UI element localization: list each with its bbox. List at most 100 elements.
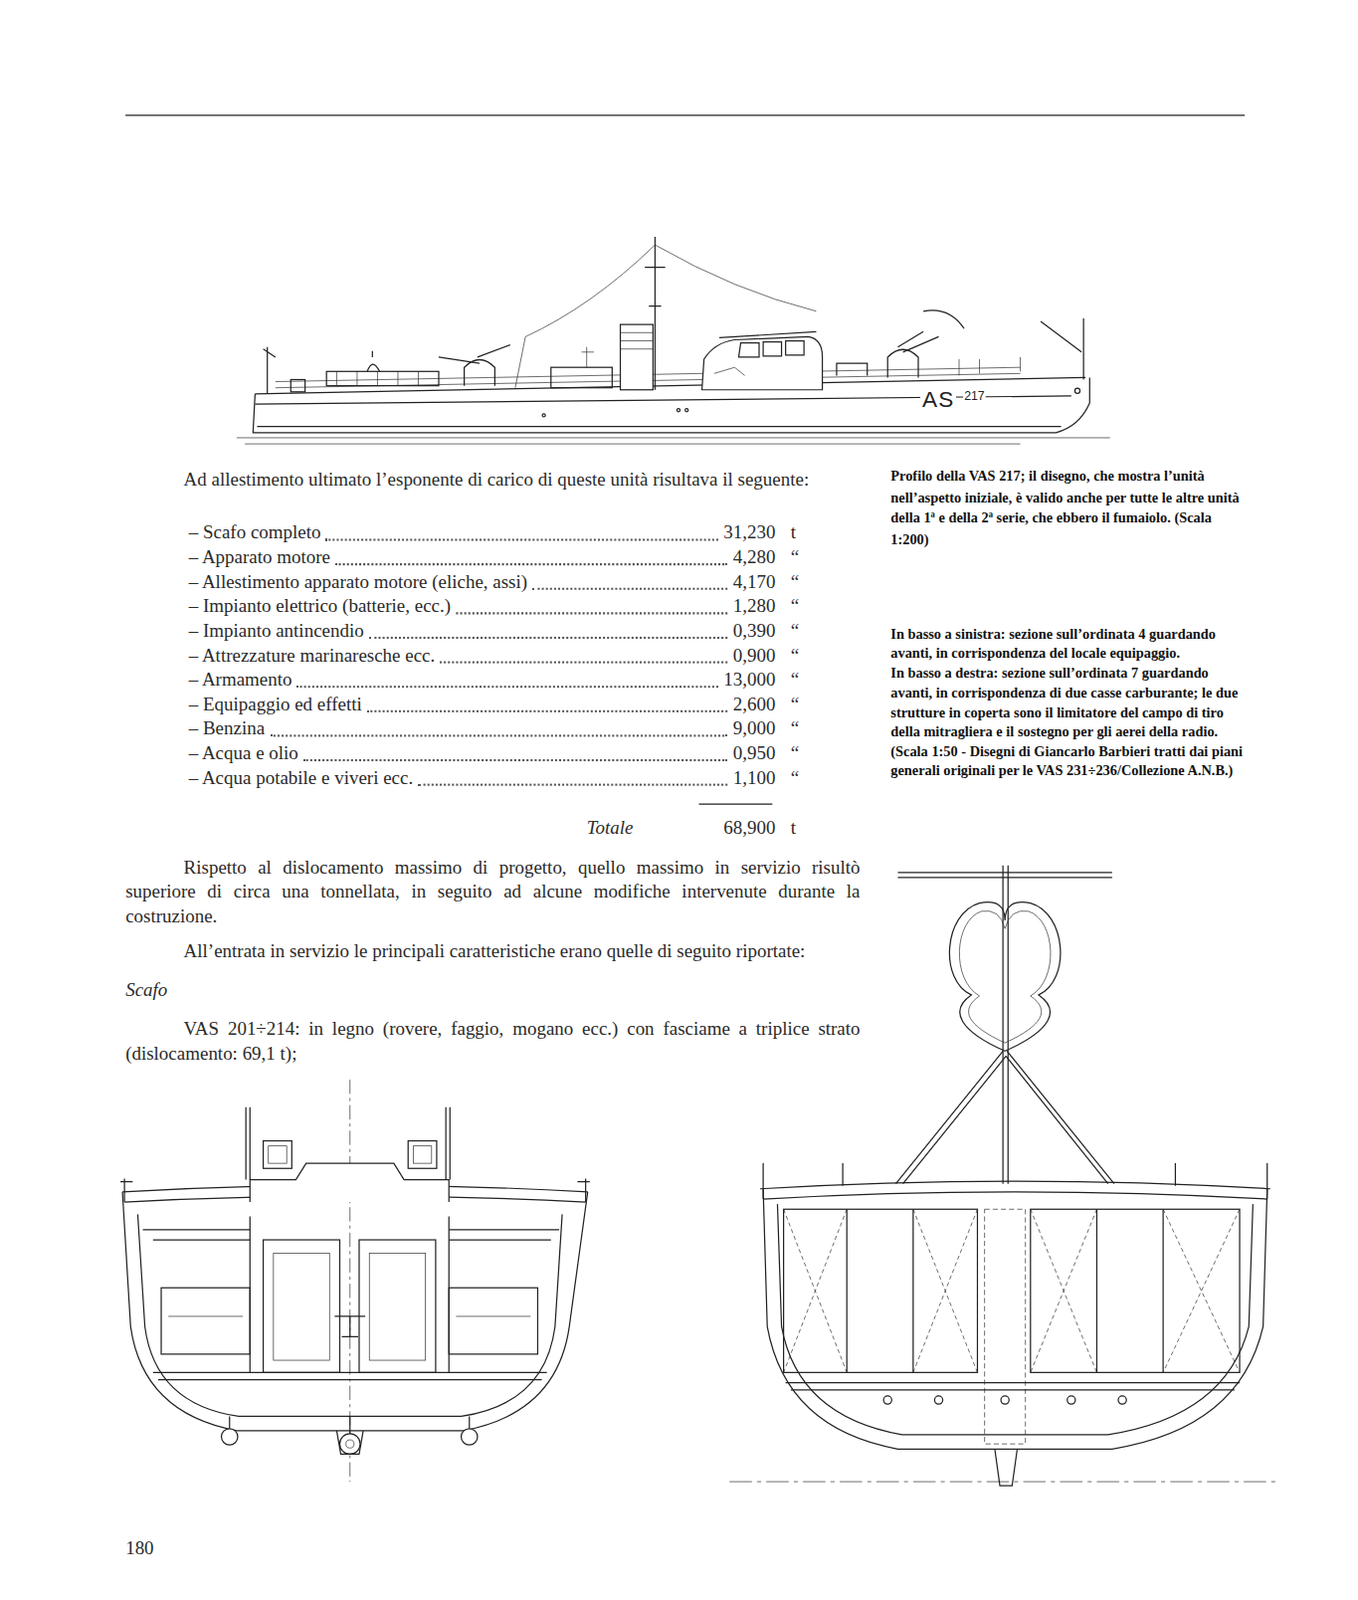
table-item: – Scafo completo (189, 520, 322, 546)
dot-leader (367, 710, 729, 713)
dot-leader (303, 759, 729, 762)
table-item: – Impianto antincendio (189, 617, 365, 643)
ship-profile (644, 236, 666, 390)
ship-profile (620, 324, 654, 390)
ship-profile (582, 347, 594, 369)
ship-profile (714, 367, 746, 376)
ship-profile (515, 244, 817, 388)
left-cross-section (359, 1239, 436, 1372)
right-cross-section (883, 1395, 892, 1404)
table-unit: “ (790, 741, 799, 767)
ship-profile (719, 331, 816, 338)
ship-profile (923, 310, 965, 329)
figure-caption: In basso a sinistra: sezione sull’ordina… (890, 624, 1243, 664)
left-cross-section (137, 1213, 563, 1416)
left-cross-section (336, 1430, 364, 1455)
ship-profile (738, 341, 804, 358)
dot-leader (532, 587, 728, 590)
page-number: 180 (125, 1535, 154, 1560)
table-item: – Allestimento apparato motore (eliche, … (189, 569, 528, 594)
ship-profile (290, 380, 305, 392)
right-cross-section (897, 865, 1112, 1184)
ship-profile (236, 236, 1111, 444)
dot-leader (369, 636, 729, 639)
dot-leader (269, 734, 728, 737)
table-item: – Acqua e olio (189, 741, 299, 767)
ship-profile (702, 336, 823, 389)
left-cross-section (273, 1252, 330, 1360)
left-cross-section (221, 1428, 238, 1445)
ship-profile (959, 357, 1021, 376)
table-unit: “ (790, 617, 799, 643)
left-cross-section (153, 1371, 548, 1379)
ship-profile (236, 436, 1111, 438)
table-value: 9,000 (733, 716, 776, 742)
ship-profile (1040, 318, 1084, 381)
dot-leader (326, 538, 719, 541)
table-value: 0,900 (733, 642, 776, 668)
ship-profile (676, 408, 680, 412)
right-cross-section (763, 1191, 1268, 1199)
table-value: 31,230 (723, 520, 776, 546)
right-cross-section (729, 865, 1276, 1487)
table-value: 4,280 (733, 545, 776, 571)
left-cross-section (249, 1215, 449, 1372)
right-cross-section (785, 1382, 1240, 1390)
left-cross-section (407, 1141, 437, 1169)
ship-profile (326, 371, 439, 386)
section-heading: Scafo (125, 976, 168, 1002)
left-cross-section (334, 1316, 366, 1338)
body-paragraph: Rispetto al dislocamento massimo di prog… (125, 854, 860, 929)
right-cross-section (1067, 1395, 1076, 1404)
right-cross-section (729, 1481, 1276, 1483)
right-cross-section (959, 910, 1051, 1043)
left-cross-section (412, 1146, 431, 1164)
table-value: 0,950 (733, 741, 776, 767)
hull-marking: 217 (963, 388, 986, 403)
ship-profile (256, 425, 1061, 427)
body-paragraph: Ad allestimento ultimato l’esponente di … (125, 467, 860, 493)
left-cross-section (340, 1433, 362, 1455)
dot-leader (455, 611, 728, 614)
table-value: 2,600 (733, 691, 776, 717)
left-cross-section (448, 1287, 538, 1355)
right-cross-section (763, 1188, 1268, 1450)
right-cross-section (1118, 1395, 1127, 1404)
right-cross-section (763, 1163, 1268, 1199)
table-item: – Armamento (189, 667, 293, 693)
table-value: 0,390 (733, 617, 776, 643)
ship-profile (1074, 388, 1080, 393)
left-cross-section (461, 1428, 478, 1445)
table-unit: t (790, 520, 796, 546)
ship-profile (244, 443, 1020, 445)
table-unit: “ (790, 545, 799, 571)
left-cross-section (122, 1191, 588, 1431)
ship-profile (542, 413, 546, 417)
left-cross-section (369, 1252, 425, 1360)
dot-leader (439, 661, 728, 664)
table-unit: “ (790, 593, 799, 619)
right-cross-section (1096, 1208, 1164, 1372)
right-cross-section (949, 902, 1060, 1052)
table-item: – Acqua potabile e viveri ecc. (189, 765, 413, 790)
dot-leader (297, 685, 719, 688)
table-value: 13,000 (723, 667, 776, 693)
left-cross-section (263, 1141, 293, 1169)
ship-profile (620, 332, 654, 349)
table-value: 4,170 (733, 569, 776, 594)
left-cross-section (346, 1439, 355, 1448)
right-cross-section (760, 1180, 1271, 1189)
ship-profile (336, 371, 418, 386)
figure-caption: In basso a destra: sezione sull’ordinata… (890, 663, 1243, 781)
dot-leader (417, 783, 728, 786)
right-cross-section (1030, 1208, 1240, 1372)
table-unit: “ (790, 642, 799, 668)
table-item: – Impianto elettrico (batterie, ecc.) (189, 593, 451, 619)
right-cross-section (984, 1208, 1026, 1444)
right-cross-section (1030, 1208, 1240, 1372)
ship-profile (438, 345, 511, 387)
table-value: 1,280 (733, 593, 776, 619)
right-cross-section (934, 1395, 943, 1404)
right-cross-section (846, 1208, 914, 1372)
ship-profile (685, 408, 689, 412)
